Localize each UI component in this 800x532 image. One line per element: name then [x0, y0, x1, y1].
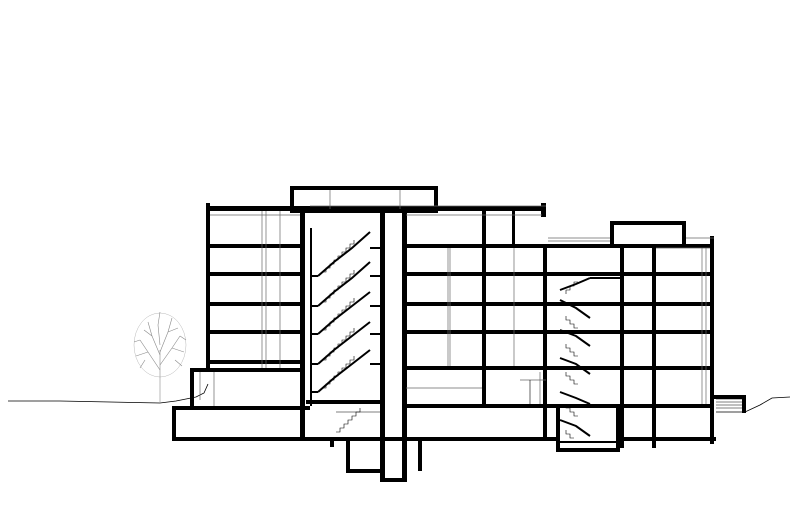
building-structure — [172, 186, 746, 482]
tree-illustration — [133, 311, 187, 402]
stair-core-left-steps — [322, 240, 380, 433]
window-and-glazing-lines — [199, 190, 714, 406]
stair-core-right — [559, 277, 620, 443]
exterior-stair-right — [716, 398, 742, 409]
stair-core-right-steps — [529, 281, 578, 439]
ground-line — [8, 383, 791, 413]
